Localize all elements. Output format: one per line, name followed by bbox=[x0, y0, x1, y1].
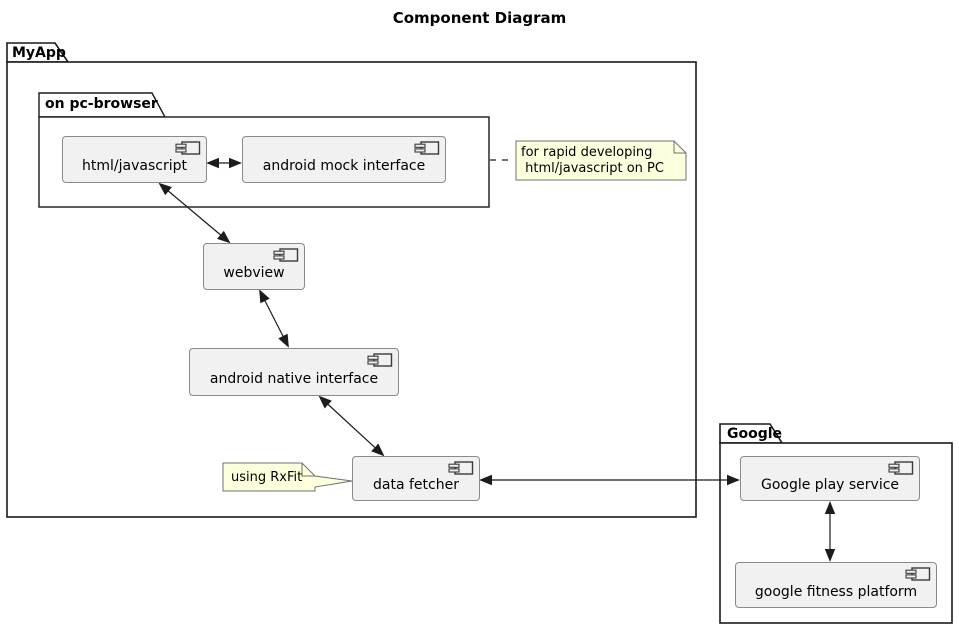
component-android-native-interface: android native interface bbox=[189, 348, 399, 396]
edge-webview-androidnative bbox=[259, 289, 289, 348]
diagram-title: Component Diagram bbox=[392, 9, 567, 27]
component-label: android mock interface bbox=[262, 158, 426, 174]
component-data-fetcher: data fetcher bbox=[352, 456, 480, 501]
component-icon bbox=[414, 141, 440, 155]
component-icon bbox=[273, 248, 299, 262]
component-icon bbox=[448, 461, 474, 475]
component-label: android native interface bbox=[209, 370, 379, 387]
component-android-mock-interface: android mock interface bbox=[242, 136, 446, 183]
note-rapid-dev-shape bbox=[515, 140, 687, 181]
component-google-fitness-platform: google fitness platform bbox=[735, 562, 937, 608]
component-label: html/javascript bbox=[82, 158, 187, 174]
component-label: webview bbox=[223, 265, 285, 281]
edge-htmljs-webview bbox=[158, 182, 231, 244]
edge-androidnative-datafetcher bbox=[318, 395, 385, 457]
note-rxfit-text: using RxFit bbox=[231, 470, 303, 485]
component-icon bbox=[367, 353, 393, 367]
note-rxfit-shape bbox=[222, 462, 353, 492]
component-label: data fetcher bbox=[373, 477, 459, 493]
frame-pc-browser-label: on pc-browser bbox=[45, 96, 158, 112]
component-icon bbox=[905, 567, 931, 581]
component-html-javascript: html/javascript bbox=[62, 136, 207, 183]
component-label: Google play service bbox=[760, 477, 900, 493]
package-google-label: Google bbox=[727, 426, 783, 442]
package-myapp-label: MyApp bbox=[12, 45, 66, 61]
component-google-play-service: Google play service bbox=[740, 456, 920, 501]
component-label: google fitness platform bbox=[754, 583, 918, 600]
component-icon bbox=[888, 461, 914, 475]
component-webview: webview bbox=[203, 243, 305, 290]
component-icon bbox=[175, 141, 201, 155]
note-rapid-dev-text: for rapid developing html/javascript on … bbox=[521, 145, 664, 176]
